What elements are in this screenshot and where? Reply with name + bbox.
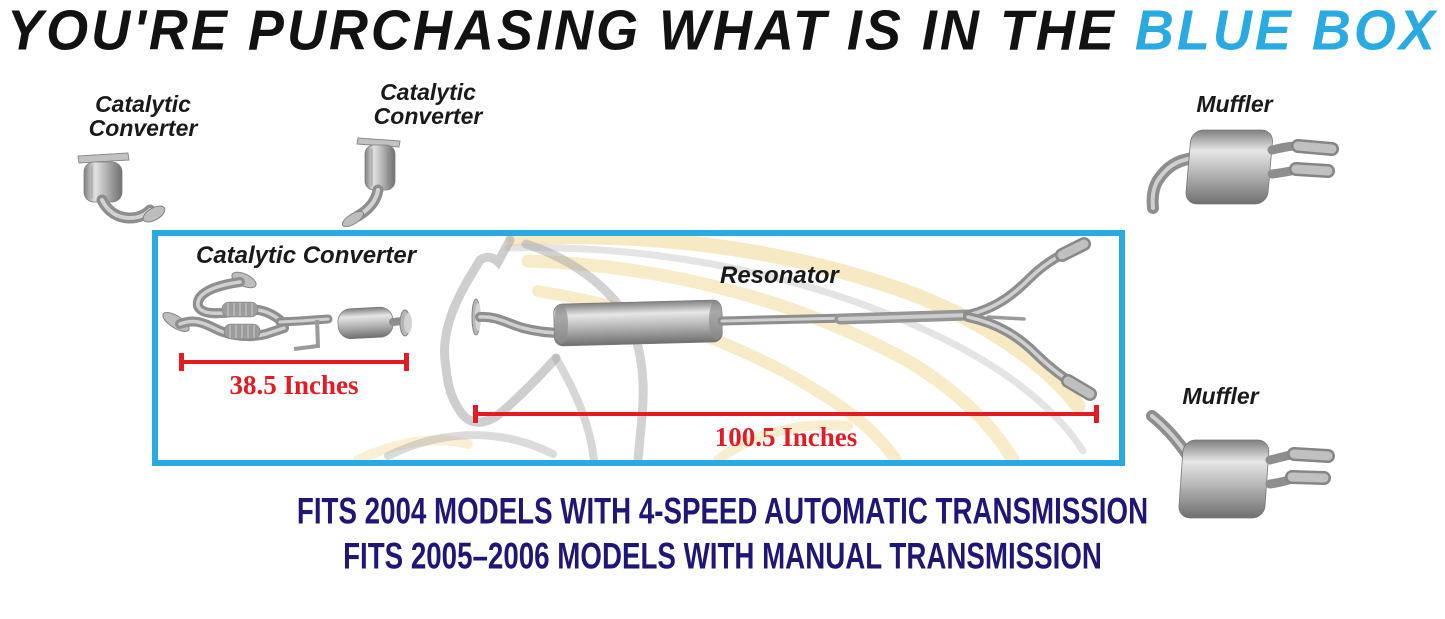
dimension-line-100-5 <box>473 405 1099 423</box>
blue-box: Catalytic Converter <box>152 230 1125 466</box>
muffler-top-image <box>1146 129 1339 214</box>
dimension-text-100-5: 100.5 Inches <box>714 422 858 452</box>
label-resonator: Resonator <box>720 262 839 289</box>
fitment-line-1: FITS 2004 MODELS WITH 4-SPEED AUTOMATIC … <box>296 489 1149 532</box>
title-highlight: BLUE BOX <box>1134 0 1438 63</box>
catalytic-converter-assembly-image <box>162 271 412 351</box>
label-muffler-bottom: Muffler <box>1182 383 1259 409</box>
label-muffler-top: Muffler <box>1196 91 1273 117</box>
title-prefix: YOU'RE PURCHASING WHAT IS IN THE <box>7 0 1135 63</box>
fitment-line-2: FITS 2005–2006 MODELS WITH MANUAL TRANSM… <box>343 534 1102 577</box>
dimension-line-38-5 <box>179 353 409 371</box>
label-catalytic-converter-2: Catalytic Converter <box>373 79 483 130</box>
page-title: YOU'RE PURCHASING WHAT IS IN THE BLUE BO… <box>0 0 1445 63</box>
dimension-text-38-5: 38.5 Inches <box>229 370 359 400</box>
catalytic-converter-1-image <box>77 152 166 224</box>
label-catalytic-converter-1: Catalytic Converter <box>88 91 198 142</box>
catalytic-converter-2-image <box>341 137 401 227</box>
muffler-bottom-image <box>1146 410 1335 519</box>
resonator-pipe-image <box>471 237 1097 401</box>
label-catalytic-converter-assembly: Catalytic Converter <box>196 242 417 269</box>
